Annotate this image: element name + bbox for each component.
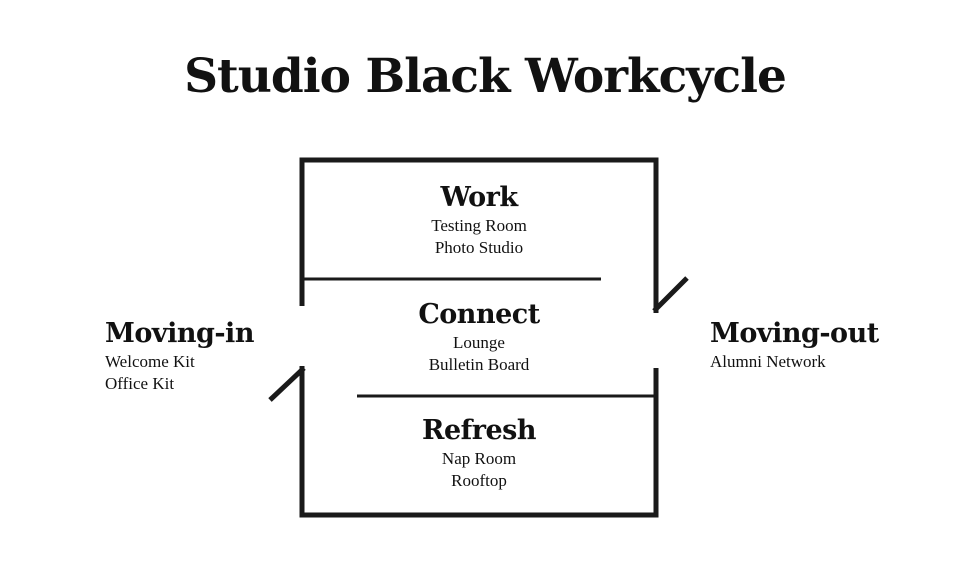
section-heading: Work: [440, 182, 518, 213]
section-item: Bulletin Board: [428, 355, 530, 374]
section-refresh: Refresh Nap Room Rooftop: [329, 414, 629, 492]
moving-in-item: Welcome Kit: [105, 352, 195, 371]
section-item: Nap Room: [441, 449, 517, 468]
section-item: Photo Studio: [434, 238, 524, 257]
moving-in-block: Moving-in Welcome Kit Office Kit: [105, 317, 254, 395]
moving-in-heading: Moving-in: [105, 318, 254, 349]
bottom-bracket-line: [299, 366, 659, 518]
section-connect: Connect Lounge Bulletin Board: [329, 298, 629, 376]
moving-in-item: Office Kit: [105, 374, 175, 393]
moving-out-heading: Moving-out: [710, 318, 879, 349]
page-title: Studio Black Workcycle: [184, 49, 787, 104]
exit-arrow-line: [652, 276, 689, 313]
entry-arrow-line: [268, 366, 306, 402]
section-heading: Connect: [418, 299, 540, 330]
section-item: Lounge: [453, 333, 505, 352]
moving-out-item: Alumni Network: [710, 352, 826, 371]
moving-out-block: Moving-out Alumni Network: [710, 317, 879, 373]
section-item: Rooftop: [451, 471, 507, 490]
section-item: Testing Room: [431, 216, 527, 235]
section-heading: Refresh: [422, 415, 536, 446]
top-bracket-line: [299, 157, 659, 313]
section-work: Work Testing Room Photo Studio: [329, 181, 629, 259]
